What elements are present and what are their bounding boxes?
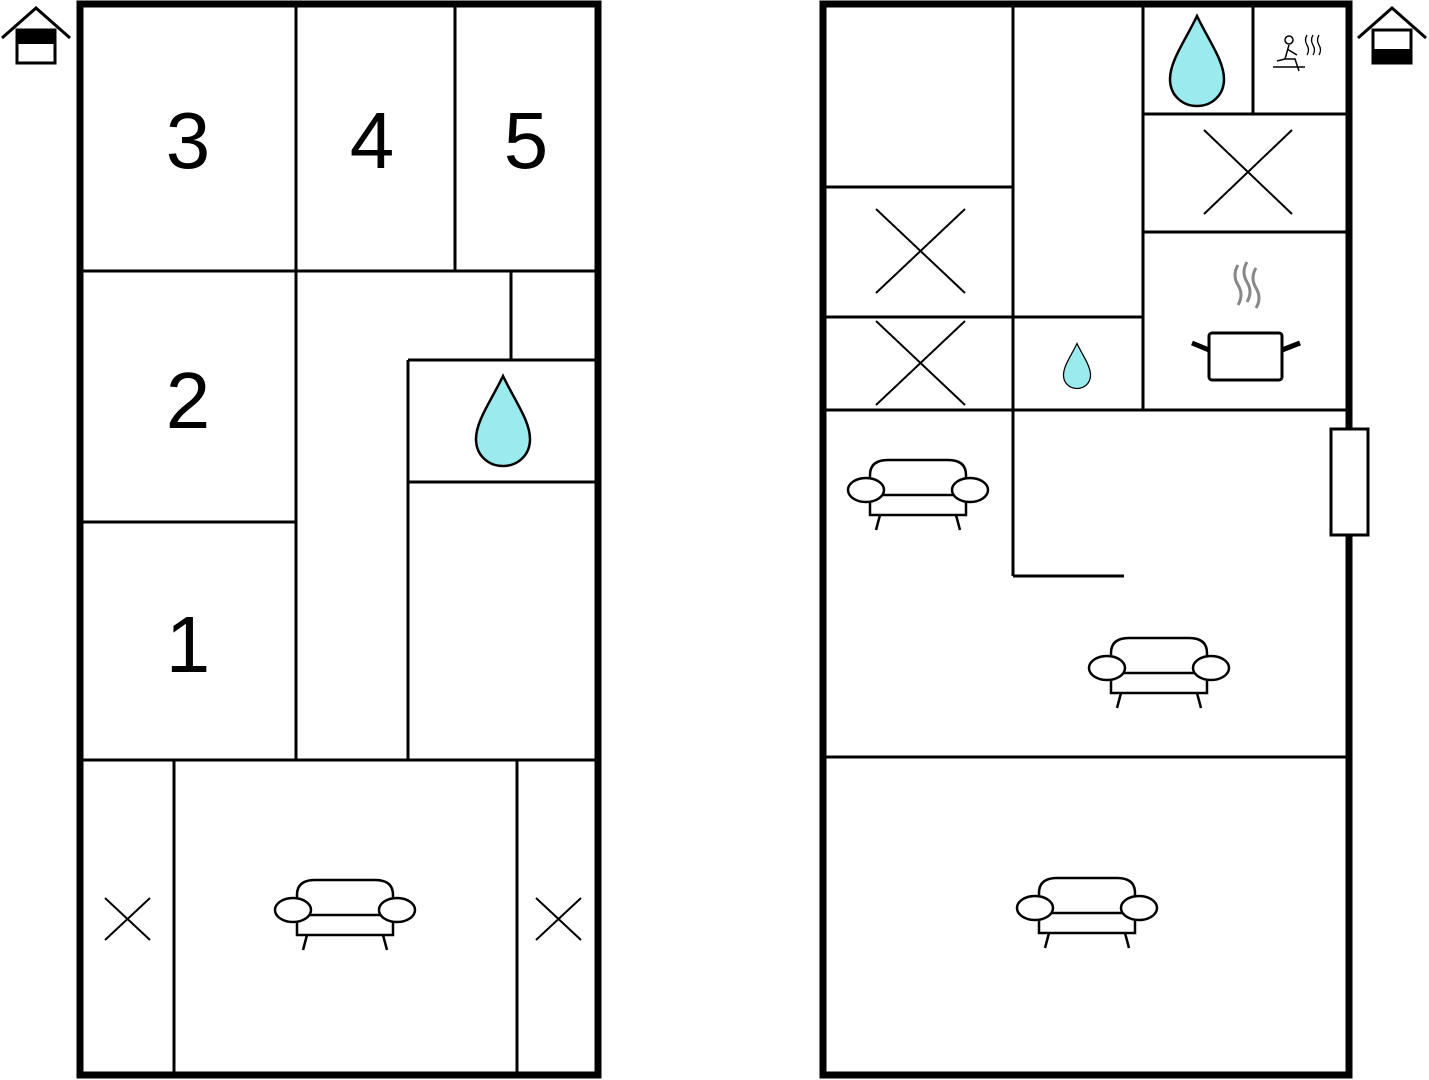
room-label-3: 3 (166, 96, 211, 185)
window (1329, 427, 1370, 537)
sofa-icon (846, 458, 990, 532)
ground-floor-outer-wall (76, 0, 602, 1079)
sauna-icon (1273, 34, 1322, 72)
house-floor-icon (1356, 6, 1428, 65)
sofa-icon (273, 878, 417, 952)
room-label-4: 4 (350, 96, 395, 185)
sofa-icon (1015, 876, 1159, 950)
water-drop-icon (1168, 14, 1226, 108)
bed-cross-icon (1203, 129, 1293, 215)
room-label-1: 1 (166, 600, 211, 689)
sofa-icon (1087, 636, 1231, 710)
room-label-2: 2 (166, 356, 211, 445)
bed-cross-icon (875, 320, 966, 406)
water-drop-icon (474, 374, 532, 468)
bed-cross-icon (104, 897, 151, 941)
bed-cross-icon (535, 897, 582, 941)
water-drop-icon (1062, 342, 1092, 390)
room-label-5: 5 (504, 96, 549, 185)
upper-floor-outer-wall (819, 0, 1353, 1079)
cooking-pot-icon (1191, 261, 1301, 382)
house-floor-icon (0, 6, 72, 65)
bed-cross-icon (875, 208, 966, 294)
ground-floor-plan: 3 4 5 2 1 (76, 0, 602, 1079)
upper-floor-plan (819, 0, 1370, 1079)
